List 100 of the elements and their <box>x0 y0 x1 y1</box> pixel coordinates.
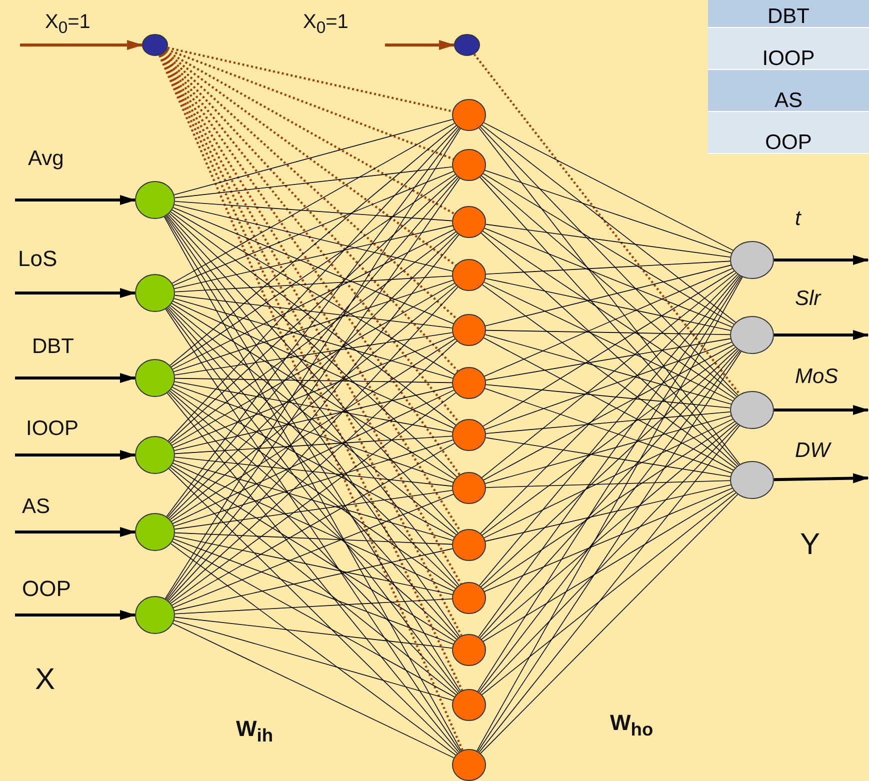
connection-line <box>486 480 730 488</box>
connection-line <box>480 350 739 638</box>
neuron-circle <box>730 241 774 279</box>
neuron-circle <box>135 274 175 312</box>
connection-line <box>174 332 453 376</box>
connection-line <box>174 620 454 701</box>
input-label: AS <box>22 496 50 517</box>
connection-line <box>484 488 733 592</box>
table-cell: IOOP <box>708 28 869 70</box>
connection-line <box>484 334 732 404</box>
connection-line <box>170 543 456 756</box>
connection-line <box>172 210 455 375</box>
connection-line <box>168 468 458 754</box>
arrow <box>15 373 136 383</box>
input-label: X$_{0}$=1 <box>303 12 348 37</box>
table-cell: AS <box>708 70 869 112</box>
neuron-label: OOP <box>22 578 71 600</box>
neuron-label: LoS <box>18 248 58 270</box>
arrow <box>15 450 136 460</box>
arrow <box>15 610 136 620</box>
connection-line <box>485 224 731 258</box>
neuron-circle <box>452 314 486 346</box>
connection-line <box>482 173 734 325</box>
arrow <box>774 330 869 340</box>
neuron-circle <box>452 529 486 561</box>
arrow <box>15 527 136 537</box>
connection-line <box>486 412 730 434</box>
neuron-circle <box>135 513 175 551</box>
neuron-circle <box>452 259 486 291</box>
connection-line <box>169 212 458 478</box>
connection-line <box>166 392 460 753</box>
connection-line <box>481 422 737 640</box>
connection-line <box>172 300 454 428</box>
connection-line <box>174 616 452 648</box>
connection-line <box>174 460 454 541</box>
connection-line <box>174 294 452 328</box>
connection-line <box>484 418 734 538</box>
connection-line <box>170 211 456 426</box>
connection-line <box>170 232 456 444</box>
connection-line <box>174 598 452 614</box>
neuron-circle <box>452 689 486 721</box>
neuron-label: DW <box>795 440 830 461</box>
connection-line <box>481 175 737 397</box>
neuron-label: IOOP <box>26 418 79 439</box>
connection-line <box>478 350 740 692</box>
neuron-circle <box>730 316 774 354</box>
neuron-circle <box>135 596 175 634</box>
neuron-circle <box>452 582 486 614</box>
connection-line <box>482 490 734 642</box>
connection-line <box>174 532 452 545</box>
layer-label: Y <box>800 530 820 560</box>
connection-line <box>173 336 454 448</box>
connection-line <box>172 442 455 606</box>
neuron-circle <box>135 181 175 219</box>
connection-line <box>485 264 732 326</box>
connection-line <box>164 51 456 266</box>
neuron-circle <box>452 749 486 781</box>
neuron-label: Avg <box>28 148 64 169</box>
connection-line <box>480 176 739 466</box>
connection-line <box>172 541 455 698</box>
connection-line <box>173 171 454 286</box>
arrow <box>774 405 869 415</box>
neuron-circle <box>452 367 486 399</box>
neuron-circle <box>730 391 774 429</box>
connection-line <box>165 50 455 215</box>
layer-label: X <box>35 665 56 695</box>
connection-line <box>171 465 456 642</box>
arrow <box>15 288 136 298</box>
connection-line <box>484 170 732 254</box>
connection-line <box>169 390 457 640</box>
connection-line <box>173 538 454 644</box>
arrow <box>774 473 869 484</box>
connection-line <box>172 122 455 284</box>
connection-line <box>174 378 452 384</box>
connection-line <box>174 536 453 595</box>
connection-line <box>171 338 456 522</box>
connection-line <box>482 492 736 696</box>
connection-line <box>484 122 734 251</box>
weight-label: W$_{ih}$ <box>236 718 274 745</box>
connection-line <box>485 338 731 381</box>
connection-line <box>174 204 453 272</box>
connection-line <box>484 282 734 402</box>
connection-line <box>174 225 453 289</box>
neuron-label: Slr <box>795 288 821 309</box>
connection-line <box>174 456 452 487</box>
connection-line <box>174 119 454 196</box>
neuron-circle <box>454 34 480 56</box>
connection-line <box>478 425 740 753</box>
neuron-circle <box>452 634 486 666</box>
weight-label: W$_{ho}$ <box>610 712 654 739</box>
connection-line <box>172 282 455 446</box>
connection-line <box>167 46 453 112</box>
connection-line <box>173 494 454 608</box>
connection-line <box>174 386 453 451</box>
connection-line <box>479 275 740 586</box>
neuron-circle <box>452 206 486 238</box>
connection-line <box>473 54 741 395</box>
connection-line <box>172 462 454 592</box>
connection-line <box>173 384 454 483</box>
connection-line <box>170 174 456 368</box>
